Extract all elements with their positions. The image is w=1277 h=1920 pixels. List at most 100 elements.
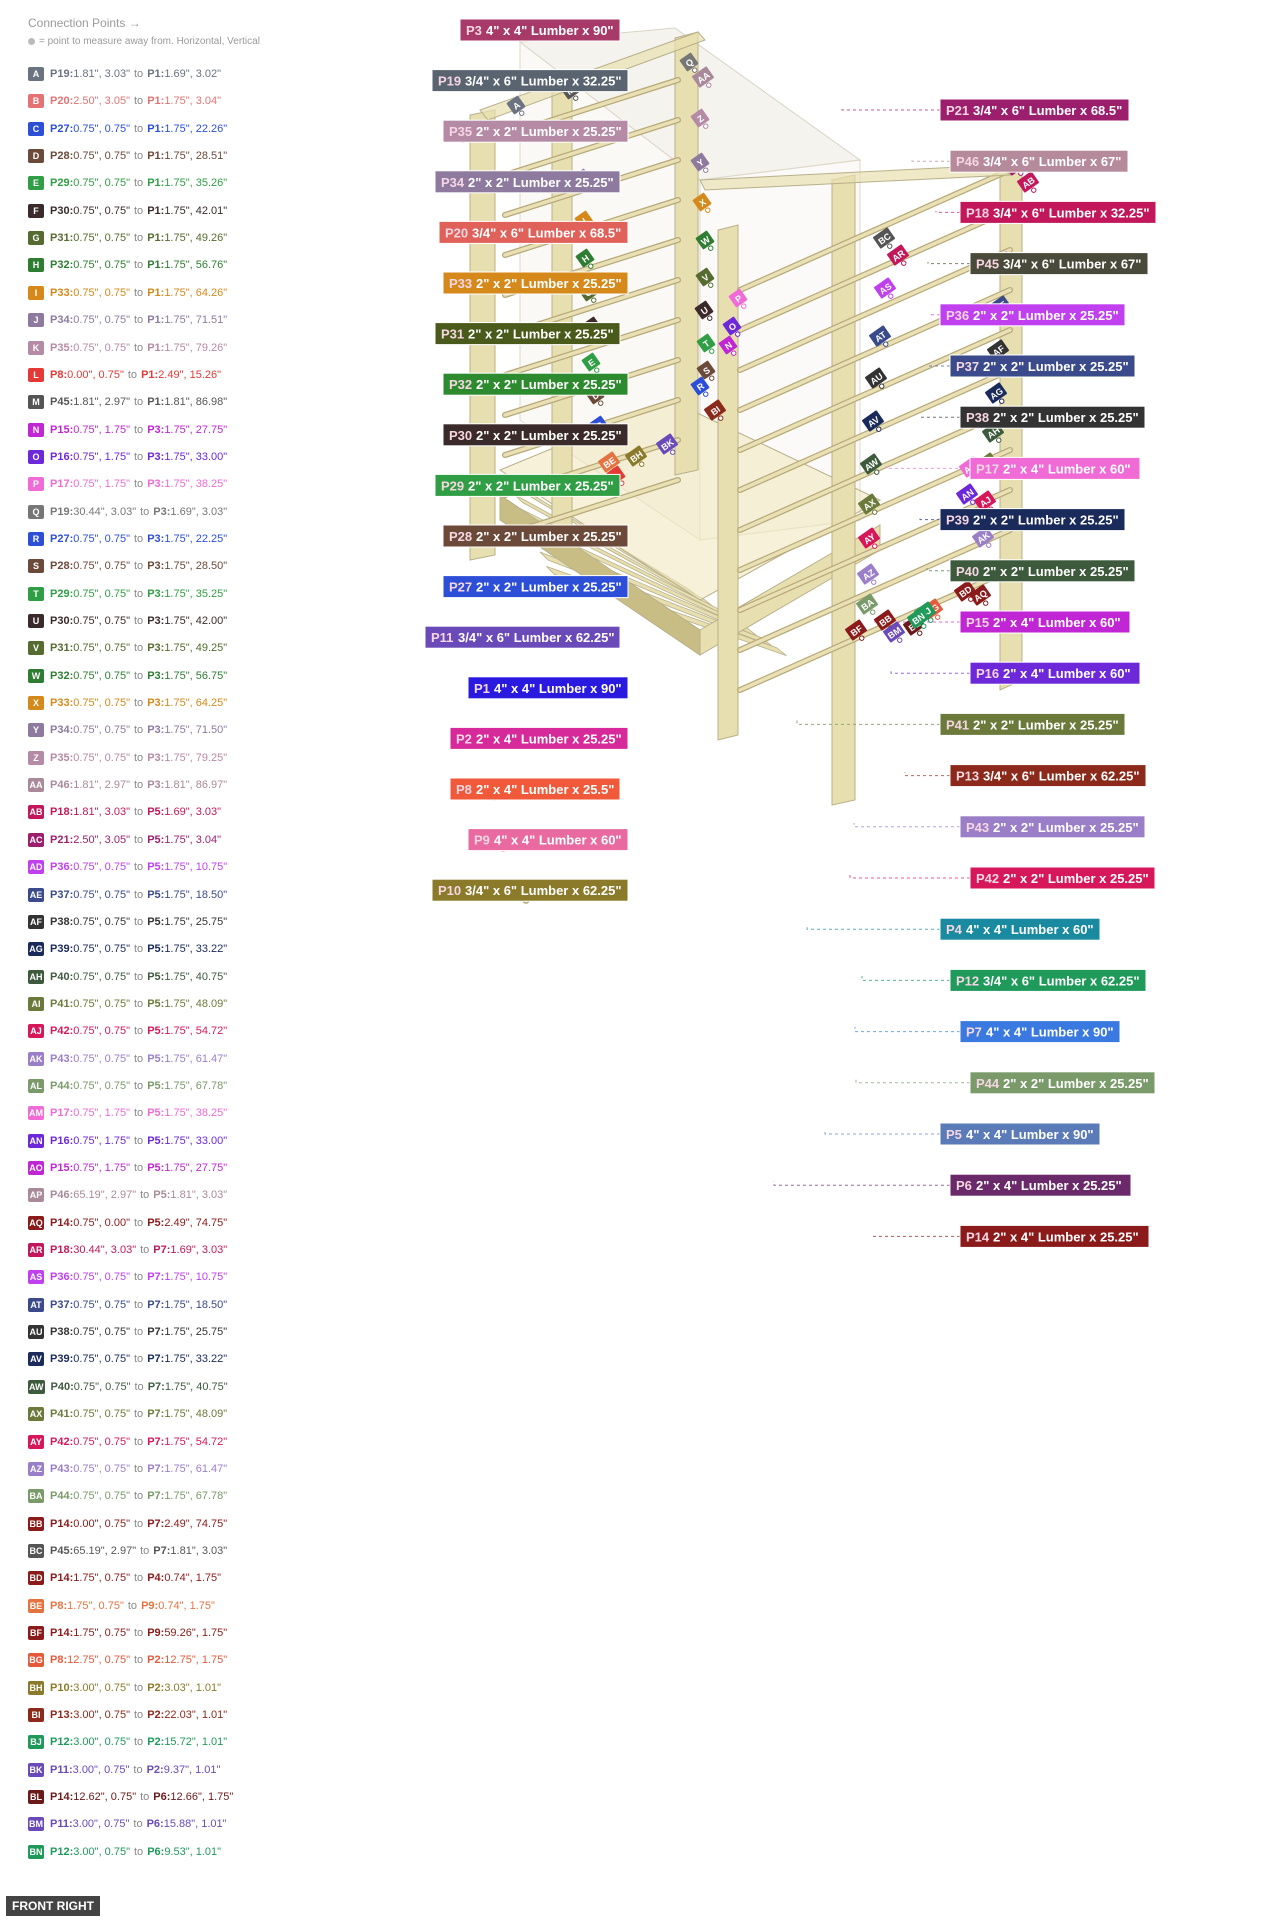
connection-from-part: P14: bbox=[50, 1627, 74, 1639]
connection-from-part: P42: bbox=[50, 1436, 74, 1448]
connection-from-value: 0.75", 0.75" bbox=[73, 259, 130, 271]
connection-to-part: P3: bbox=[147, 424, 165, 436]
connection-from-part: P8: bbox=[50, 1654, 68, 1666]
connection-from-part: P45: bbox=[50, 396, 74, 408]
marker-text: E bbox=[586, 357, 597, 369]
leader-line bbox=[928, 364, 950, 367]
marker-point bbox=[883, 341, 889, 347]
marker-bi: BI bbox=[704, 399, 726, 421]
ladder-rung bbox=[738, 408, 1012, 532]
connection-to-value: 1.75", 22.26" bbox=[164, 123, 228, 135]
connection-from-value: 0.75", 0.75" bbox=[73, 1436, 130, 1448]
connection-badge: AM bbox=[28, 1106, 44, 1120]
connection-from-part: P38: bbox=[50, 916, 74, 928]
leader-line bbox=[911, 160, 950, 162]
part-id: P37 bbox=[956, 359, 979, 374]
connection-to-word: to bbox=[134, 998, 144, 1010]
connection-badge: C bbox=[28, 122, 44, 136]
marker-box bbox=[969, 584, 991, 606]
connection-to-value: 1.75", 67.78" bbox=[164, 1490, 228, 1502]
ladder-rung bbox=[738, 528, 1012, 652]
marker-box bbox=[718, 335, 738, 355]
connection-badge: AT bbox=[28, 1298, 44, 1312]
top-rail bbox=[699, 164, 1012, 191]
part-text: 3/4" x 6" Lumber x 62.25" bbox=[458, 630, 615, 645]
part-text: 2" x 2" Lumber x 25.25" bbox=[476, 428, 622, 443]
part-text: 2" x 4" Lumber x 25.25" bbox=[476, 731, 622, 746]
connection-from-value: 2.50", 3.05" bbox=[73, 95, 130, 107]
connection-from-part: P42: bbox=[50, 1025, 74, 1037]
marker-text: Z bbox=[695, 113, 706, 125]
connection-from-value: 30.44", 3.03" bbox=[73, 506, 137, 518]
connection-to-part: P3: bbox=[147, 451, 165, 463]
connection-to-word: to bbox=[134, 1381, 144, 1393]
connection-to-part: P6: bbox=[146, 1818, 164, 1830]
connection-badge: BN bbox=[28, 1845, 44, 1859]
marker-text: R bbox=[695, 381, 706, 393]
connection-badge: AW bbox=[28, 1380, 45, 1394]
connection-to-value: 1.75", 27.75" bbox=[164, 424, 228, 436]
part-label-box bbox=[424, 625, 621, 649]
assembly-drawing: ABCDEFGHIJKMNOPQRSTUVWXYZAAABACADAEAFAGA… bbox=[424, 18, 1157, 1248]
connection-to-value: 1.75", 49.26" bbox=[164, 232, 228, 244]
connection-from-value: 0.75", 0.75" bbox=[73, 1299, 130, 1311]
marker-h: H bbox=[575, 248, 595, 269]
marker-box bbox=[696, 360, 716, 380]
connection-to-value: 1.75", 38.25" bbox=[164, 478, 228, 490]
connection-badge: AA bbox=[28, 778, 44, 792]
marker-av: AV bbox=[862, 410, 884, 432]
marker-box bbox=[690, 108, 710, 128]
connection-to-word: to bbox=[134, 150, 144, 162]
marker-box bbox=[972, 526, 994, 548]
connection-badge: E bbox=[28, 176, 44, 190]
connection-to-word: to bbox=[134, 533, 144, 545]
part-text: 3/4" x 6" Lumber x 67" bbox=[1003, 257, 1141, 272]
marker-a: A bbox=[506, 95, 526, 116]
marker-ak: AK bbox=[972, 526, 994, 548]
connection-from-part: P44: bbox=[50, 1080, 74, 1092]
connection-badge: Q bbox=[28, 505, 44, 519]
connection-from-part: P41: bbox=[50, 998, 74, 1010]
marker-point bbox=[708, 245, 714, 251]
part-id: P15 bbox=[966, 615, 989, 630]
marker-point bbox=[968, 596, 974, 602]
connection-from-part: P16: bbox=[50, 451, 74, 463]
connection-badge: BB bbox=[28, 1517, 44, 1531]
marker-point bbox=[983, 600, 989, 606]
part-text: 2" x 2" Lumber x 25.25" bbox=[476, 377, 622, 392]
connection-to-word: to bbox=[134, 1353, 144, 1365]
connection-to-value: 1.75", 48.09" bbox=[164, 1408, 228, 1420]
part-text: 2" x 2" Lumber x 25.25" bbox=[476, 580, 622, 595]
connection-to-word: to bbox=[134, 1627, 144, 1639]
connection-from-part: P14: bbox=[50, 1217, 74, 1229]
part-id: P18 bbox=[966, 205, 989, 220]
marker-point bbox=[598, 400, 604, 406]
marker-bd: BD bbox=[954, 580, 976, 602]
connection-to-part: P1: bbox=[147, 95, 165, 107]
connection-from-value: 0.00", 0.75" bbox=[73, 1518, 130, 1530]
marker-text: Q bbox=[684, 57, 695, 69]
connection-badge: AX bbox=[28, 1407, 44, 1421]
connection-from-part: P27: bbox=[50, 533, 74, 545]
part-text: 3/4" x 6" Lumber x 68.5" bbox=[472, 225, 621, 240]
connection-from-part: P12: bbox=[50, 1736, 74, 1748]
connection-from-value: 0.75", 0.75" bbox=[73, 670, 130, 682]
connection-badge: V bbox=[28, 641, 44, 655]
connection-to-word: to bbox=[134, 971, 144, 983]
marker-ba: BA bbox=[856, 593, 878, 615]
